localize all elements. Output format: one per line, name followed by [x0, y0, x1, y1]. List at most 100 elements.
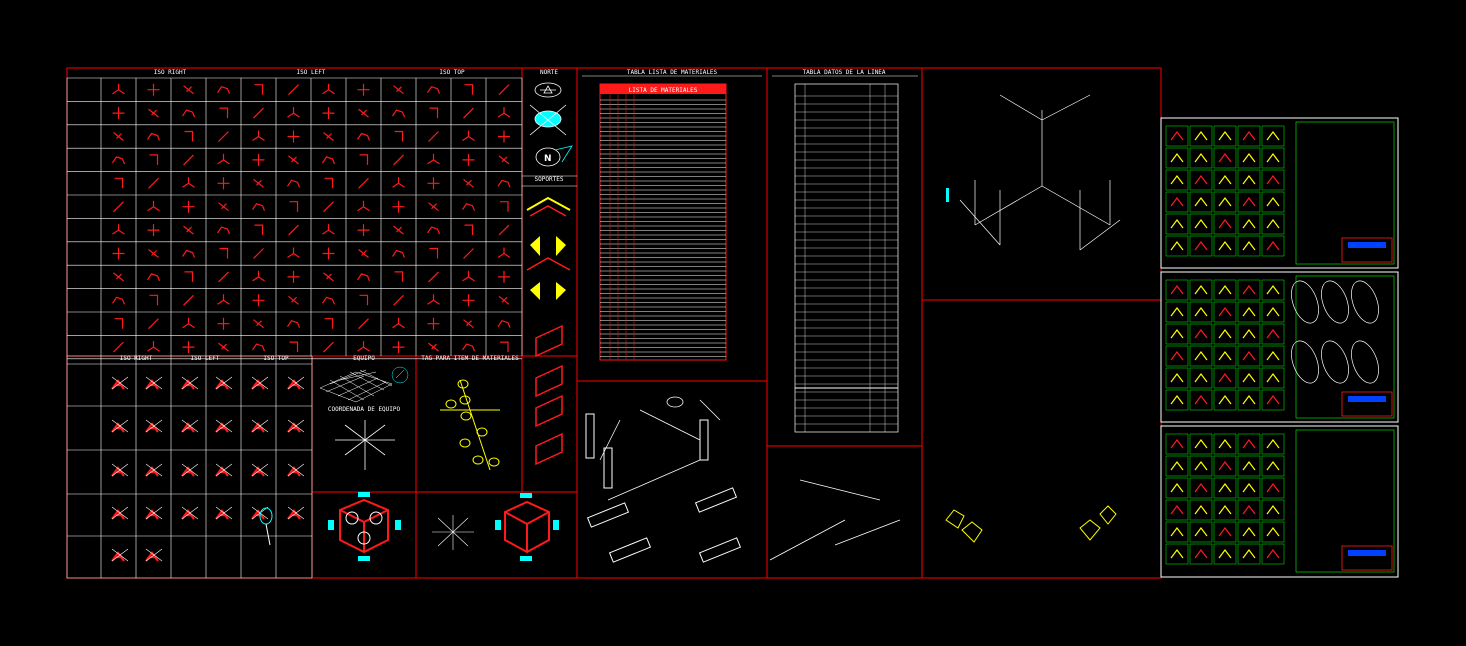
thumb-cell [1189, 125, 1213, 147]
thumb-symbol [1170, 505, 1184, 515]
thumb-cell [1189, 235, 1213, 257]
valve-icon [251, 422, 265, 433]
thumb-symbol [1194, 505, 1208, 515]
pipe-fitting-icon [218, 202, 229, 212]
thumb-symbol [1242, 373, 1256, 383]
thumb-cell [1261, 477, 1285, 499]
thumb-symbol [1170, 197, 1184, 207]
thumb-cell [1213, 125, 1237, 147]
title-block-logo [1348, 242, 1386, 248]
valve-icon-lines [111, 376, 129, 390]
thumb-panel [1295, 121, 1395, 265]
thumb-symbol [1170, 527, 1184, 537]
thumb-cell [1213, 455, 1237, 477]
pipe-fitting-icon [323, 132, 334, 141]
header-tag-materiales: TAG PARA ITEM DE MATERIALES [421, 355, 519, 362]
pipe-fitting-icon [253, 319, 264, 329]
thumb-symbol [1242, 483, 1256, 493]
pipe-fitting-icon [217, 317, 230, 330]
pipe-fitting-icon [287, 247, 300, 258]
pipe-fitting-icon [184, 271, 194, 282]
pipe-fitting-icon [498, 295, 510, 305]
pipe-fitting-icon [114, 318, 124, 329]
thumb-cell [1261, 543, 1285, 565]
thumb-panel [1295, 429, 1395, 573]
valve-icon-lines [145, 463, 163, 477]
pipe-fitting-icon [358, 177, 369, 189]
pipe-fitting-icon [427, 177, 440, 190]
thumb-symbol [1194, 175, 1208, 185]
thumb-cell [1189, 367, 1213, 389]
thumb-symbol [1242, 549, 1256, 559]
thumb-cell [1261, 499, 1285, 521]
pipe-fitting-icon [498, 270, 510, 283]
thumb-symbol [1266, 483, 1280, 493]
pipe-fitting-icon [464, 84, 474, 95]
thumb-cell [1189, 477, 1213, 499]
pipe-fitting-icon [217, 85, 231, 94]
pipe-fitting-icon [323, 272, 334, 282]
pipe-fitting-icon [463, 248, 474, 259]
thumb-cell [1261, 433, 1285, 455]
valve-icon [111, 466, 125, 477]
pipe-fitting-icon [217, 177, 230, 190]
valve-icon [287, 509, 301, 520]
pipe-fitting-icon [427, 226, 441, 235]
valve-icon [145, 551, 159, 562]
header-coordenada: COORDENADA DE EQUIPO [328, 406, 401, 413]
thumb-symbol [1242, 505, 1256, 515]
pipe-fitting-icon [289, 201, 299, 212]
thumb-cell [1189, 191, 1213, 213]
pipe-fitting-icon [392, 109, 406, 118]
pipe-fitting-icon [462, 202, 476, 211]
thumb-cell [1237, 279, 1261, 301]
thumb-cell [1237, 345, 1261, 367]
pipe-fitting-icon [182, 249, 196, 258]
valve-icon-lines [251, 463, 269, 477]
thumb-symbol [1170, 483, 1184, 493]
pipe-fitting-icon [498, 84, 510, 96]
pipe-fitting-icon [498, 130, 510, 143]
valve-icon [215, 466, 229, 477]
pipe-fitting-icon [357, 273, 371, 282]
valve-icon-lines [251, 376, 269, 390]
thumb-cell [1189, 213, 1213, 235]
thumb-cell [1213, 389, 1237, 411]
pipe-fitting-icon [287, 107, 300, 118]
header-iso-left: ISO LEFT [297, 69, 326, 76]
thumb-symbol [1218, 285, 1232, 295]
symbol-table-iso: ISO RIGHT ISO LEFT ISO TOP NORTE SOPORTE… [66, 69, 577, 360]
pipe-fitting-icon [183, 225, 194, 235]
thumb-symbol [1218, 395, 1232, 405]
pipe-fitting-icon [357, 341, 370, 352]
pipe-fitting-icon [219, 107, 229, 119]
pipe-fitting-icon [427, 294, 440, 305]
valve-icon-lines [181, 506, 199, 520]
valve-icon [215, 509, 229, 520]
thumb-symbol [1194, 307, 1208, 317]
pipe-fitting-icon [323, 341, 334, 353]
thumb-cell [1189, 279, 1213, 301]
thumb-symbol [1194, 373, 1208, 383]
pipe-fitting-icon [357, 83, 370, 96]
thumb-cell [1189, 147, 1213, 169]
pipe-fitting-icon [323, 201, 334, 213]
pipe-fitting-icon [359, 294, 369, 306]
pipe-fitting-icon [183, 294, 194, 306]
thumb-cell [1237, 477, 1261, 499]
equipment-grid-icon [319, 366, 409, 403]
pipe-fitting-icon [252, 270, 265, 282]
pipe-fitting-icon [147, 83, 160, 96]
thumb-cell [1261, 147, 1285, 169]
thumb-symbol [1194, 241, 1208, 251]
thumb-symbol [1242, 153, 1256, 163]
thumb-cell [1165, 521, 1189, 543]
pipe-fitting-icon [428, 131, 439, 142]
valve-icon-lines [181, 376, 199, 390]
thumb-cell [1237, 323, 1261, 345]
pipe-fitting-icon [112, 247, 125, 260]
thumb-symbol [1242, 175, 1256, 185]
pipe-fitting-icon [182, 177, 195, 188]
thumb-cell [1165, 125, 1189, 147]
